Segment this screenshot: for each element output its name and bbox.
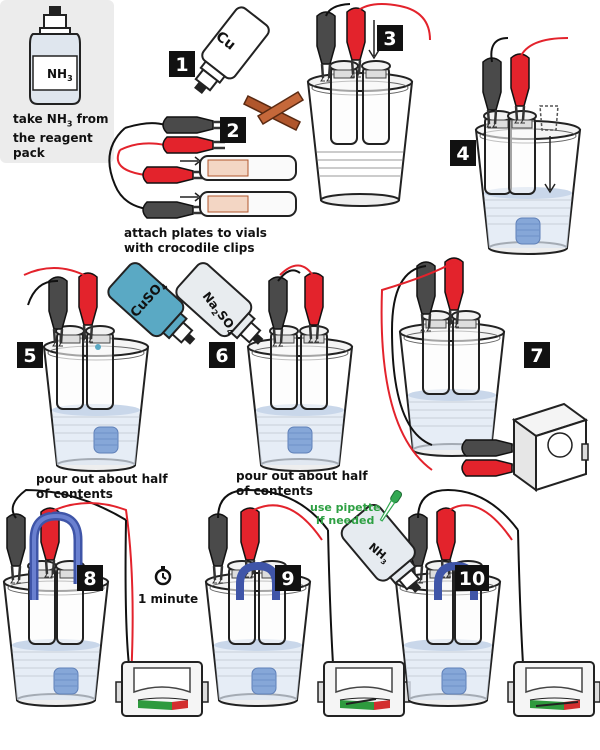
step-6-caption-line1: pour out about half — [236, 469, 368, 483]
step-badge-5: 5 — [17, 342, 43, 368]
step-badge-1: 1 — [169, 51, 195, 77]
step-badge-8: 8 — [77, 565, 103, 591]
voltmeter-box-icon — [511, 402, 589, 492]
pipette-caption-line1: use pipette — [310, 501, 381, 514]
svg-text:3: 3 — [383, 28, 396, 50]
step-1-illustration: Cu — [194, 6, 305, 132]
reagent-caption-line1: take NH3 from — [13, 112, 109, 129]
step-badge-7: 7 — [524, 342, 550, 368]
clips-caption-line1: attach plates to vials — [124, 226, 267, 240]
pipette-caption-line2: if needed — [316, 514, 375, 527]
vial-horizontal-top — [199, 155, 297, 181]
step-badge-4: 4 — [450, 140, 476, 166]
cuso4-bottle-icon — [107, 262, 196, 345]
pipette-icon — [379, 490, 403, 522]
svg-text:7: 7 — [530, 345, 543, 367]
reagent-panel: NH3 — [0, 0, 114, 163]
nh3-reagent-bottle-icon — [29, 6, 81, 105]
clips-caption: attach plates to vials with crocodile cl… — [124, 226, 267, 256]
step-badge-3: 3 — [377, 25, 403, 51]
timer-caption: 1 minute — [138, 592, 199, 606]
svg-text:8: 8 — [83, 568, 96, 590]
step-5-caption-line1: pour out about half — [36, 472, 168, 486]
step-6-illustration — [175, 262, 353, 472]
svg-text:4: 4 — [456, 143, 469, 165]
step-6-caption: pour out about half of contents — [236, 469, 368, 499]
reagent-caption-line3: pack — [13, 146, 45, 161]
nh3-bottle-label: NH3 — [47, 67, 73, 83]
pipette-caption: use pipette if needed — [310, 501, 381, 527]
cu-bottle-icon — [194, 6, 270, 95]
reagent-caption-line2: the reagent — [13, 131, 93, 146]
step-badge-6: 6 — [209, 342, 235, 368]
step-2-illustration — [108, 115, 297, 220]
svg-text:6: 6 — [215, 345, 228, 367]
step-8-illustration — [3, 488, 209, 717]
svg-text:9: 9 — [281, 568, 294, 590]
svg-text:10: 10 — [459, 568, 485, 590]
step-7-illustration — [380, 256, 589, 492]
step-badge-10: 10 — [455, 565, 489, 591]
step-4-illustration — [475, 37, 581, 255]
svg-text:1: 1 — [175, 54, 188, 76]
vial-horizontal-bottom — [199, 191, 297, 217]
step-badge-9: 9 — [275, 565, 301, 591]
na2so4-bottle-icon — [175, 262, 264, 345]
step-3-illustration — [307, 3, 431, 207]
step-5-illustration — [23, 262, 196, 472]
timer-icon — [154, 566, 172, 586]
step-6-caption-line2: of contents — [236, 484, 313, 498]
reagent-caption: take NH3 from the reagent pack — [13, 112, 109, 161]
salt-bridge-icon — [29, 511, 83, 600]
step-5-caption: pour out about half of contents — [36, 472, 168, 502]
nh3-bottle-pour-icon — [340, 504, 422, 593]
clips-caption-line2: with crocodile clips — [124, 241, 255, 255]
copper-strips-icon — [242, 90, 305, 132]
step-badge-2: 2 — [220, 117, 246, 143]
step-5-caption-line2: of contents — [36, 487, 113, 501]
svg-text:2: 2 — [226, 120, 239, 142]
svg-text:5: 5 — [23, 345, 36, 367]
